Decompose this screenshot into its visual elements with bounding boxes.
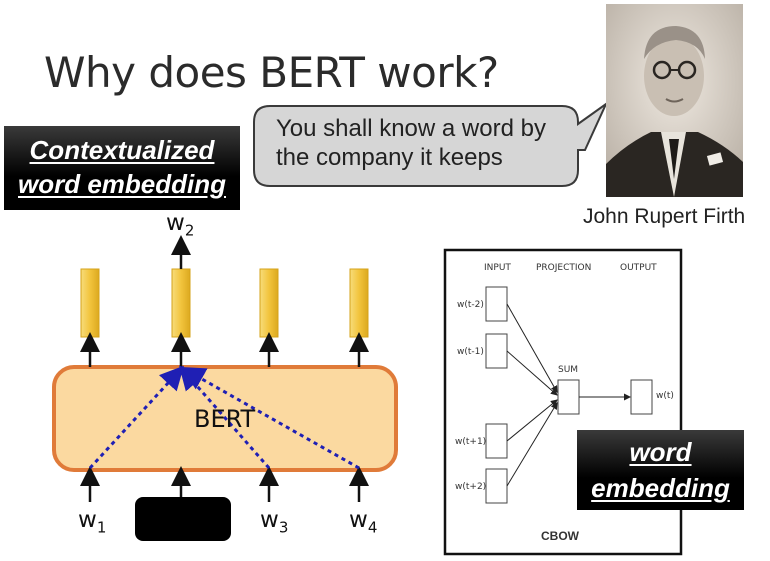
contextualized-line-2: word embedding bbox=[18, 169, 226, 199]
word-embedding-line-2: embedding bbox=[591, 473, 730, 503]
output-word-w2: w2 bbox=[166, 210, 195, 240]
word-embedding-label: word embedding bbox=[577, 430, 744, 510]
cbow-output-box bbox=[630, 379, 653, 415]
masked-input-block bbox=[135, 497, 231, 541]
cbow-caption: CBOW bbox=[541, 529, 579, 543]
input-word-w1: w1 bbox=[78, 507, 107, 537]
cbow-word-t+2: w(t+2) bbox=[455, 482, 487, 492]
cbow-projection-header: PROJECTION bbox=[536, 263, 592, 273]
contextualized-line-1: Contextualized bbox=[29, 135, 215, 165]
quote-line-1: You shall know a word by bbox=[276, 115, 546, 142]
photo-caption: John Rupert Firth bbox=[583, 205, 746, 228]
slide-title: Why does BERT work? bbox=[44, 48, 499, 97]
cbow-output-header: OUTPUT bbox=[620, 263, 657, 273]
cbow-sum-label: SUM bbox=[558, 365, 579, 375]
cbow-word-t-2: w(t-2) bbox=[457, 300, 484, 310]
contextualized-embedding-label: Contextualized word embedding bbox=[4, 126, 240, 210]
cbow-input-box-2 bbox=[485, 333, 508, 369]
cbow-output-word: w(t) bbox=[656, 391, 674, 401]
cbow-input-box-4 bbox=[485, 468, 508, 504]
bert-label: BERT bbox=[194, 405, 256, 433]
cbow-word-t+1: w(t+1) bbox=[455, 437, 487, 447]
firth-quote: You shall know a word by the company it … bbox=[276, 114, 546, 172]
cbow-input-header: INPUT bbox=[484, 263, 511, 273]
cbow-sum-box bbox=[557, 379, 580, 415]
cbow-word-t-1: w(t-1) bbox=[457, 347, 484, 357]
word-embedding-line-1: word bbox=[629, 437, 692, 467]
cbow-input-box-1 bbox=[485, 286, 508, 322]
quote-line-2: the company it keeps bbox=[276, 144, 503, 171]
firth-portrait bbox=[606, 4, 743, 197]
input-word-w3: w3 bbox=[260, 507, 289, 537]
input-word-w4: w4 bbox=[349, 507, 378, 537]
cbow-input-box-3 bbox=[485, 423, 508, 459]
